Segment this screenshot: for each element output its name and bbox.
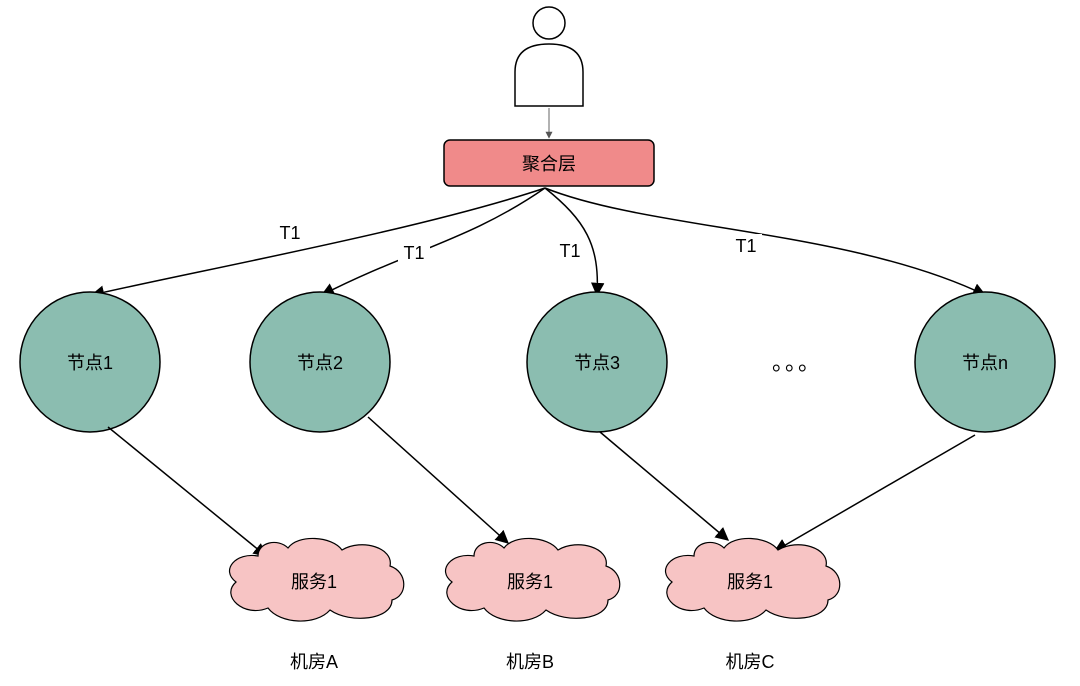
edge-to-node-2 — [320, 187, 546, 296]
service-cloud-c: 服务1 — [665, 537, 841, 622]
service-b-label: 服务1 — [507, 572, 553, 592]
service-cloud-a: 服务1 — [229, 537, 405, 622]
aggregator-box: 聚合层 — [443, 139, 655, 187]
edge-label-n: T1 — [735, 236, 756, 256]
edge-node1-service-a — [107, 426, 268, 557]
room-a-label: 机房A — [290, 652, 338, 672]
edge-label-1: T1 — [279, 223, 300, 243]
edge-to-node-1 — [90, 187, 546, 299]
node-2-label: 节点2 — [297, 353, 343, 373]
service-a-label: 服务1 — [291, 572, 337, 592]
room-c-label: 机房C — [726, 652, 775, 672]
node-1-label: 节点1 — [67, 353, 113, 373]
node-n-label: 节点n — [962, 353, 1008, 373]
aggregator-label: 聚合层 — [522, 154, 576, 174]
person-icon — [514, 6, 584, 107]
node-3: 节点3 — [526, 291, 668, 433]
node-1: 节点1 — [19, 291, 161, 433]
edge-noden-service-c — [773, 434, 976, 552]
service-c-label: 服务1 — [727, 572, 773, 592]
edge-node2-service-b — [367, 416, 510, 544]
edge-to-node-n — [544, 187, 987, 296]
node-2: 节点2 — [249, 291, 391, 433]
room-b-label: 机房B — [506, 652, 554, 672]
edge-to-node-3 — [544, 187, 605, 297]
edge-label-3: T1 — [559, 241, 580, 261]
ellipsis: 。。。 — [772, 350, 822, 375]
node-3-label: 节点3 — [574, 353, 620, 373]
edge-node3-service-c — [599, 431, 730, 541]
service-cloud-b: 服务1 — [445, 537, 621, 622]
edge-label-2: T1 — [403, 243, 424, 263]
node-n: 节点n — [914, 291, 1056, 433]
